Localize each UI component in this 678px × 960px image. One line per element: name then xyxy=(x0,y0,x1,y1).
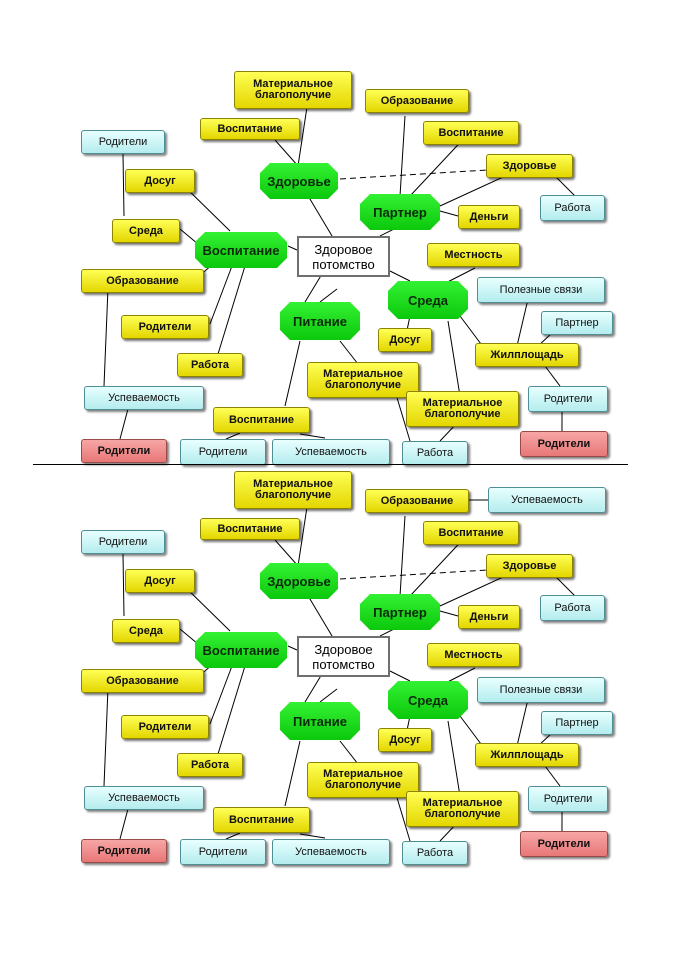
node-vospitanie-right[interactable]: Воспитание xyxy=(423,121,519,145)
node-obrazovanie-top[interactable]: Образование xyxy=(365,89,469,113)
node-mat-blag-low[interactable]: Материальное благополучие xyxy=(406,391,519,427)
node-dosug-mid[interactable]: Досуг xyxy=(378,328,432,352)
node-roditeli-right[interactable]: Родители xyxy=(528,786,608,812)
node-dosug-left[interactable]: Досуг xyxy=(125,569,195,593)
hub-pitanie[interactable]: Питание xyxy=(280,302,360,340)
hub-sreda[interactable]: Среда xyxy=(388,281,468,319)
node-roditeli-left[interactable]: Родители xyxy=(121,715,209,739)
node-obrazovanie-left[interactable]: Образование xyxy=(81,269,204,293)
node-uspevaemost-top[interactable]: Успеваемость xyxy=(488,487,606,513)
node-dosug-left[interactable]: Досуг xyxy=(125,169,195,193)
node-roditeli-red-right[interactable]: Родители xyxy=(520,831,608,857)
node-zdorovye-right[interactable]: Здоровье xyxy=(486,554,573,578)
node-obrazovanie-left[interactable]: Образование xyxy=(81,669,204,693)
node-uspevaemost-bottom[interactable]: Успеваемость xyxy=(272,839,390,865)
node-roditeli-bottom[interactable]: Родители xyxy=(180,839,266,865)
node-rabota-bottom[interactable]: Работа xyxy=(402,841,468,865)
node-roditeli-red-right[interactable]: Родители xyxy=(520,431,608,457)
node-poleznye-svyazi[interactable]: Полезные связи xyxy=(477,277,605,303)
node-rabota-left[interactable]: Работа xyxy=(177,753,243,777)
node-partner-small[interactable]: Партнер xyxy=(541,311,613,335)
node-obrazovanie-top[interactable]: Образование xyxy=(365,489,469,513)
node-sreda-left[interactable]: Среда xyxy=(112,219,180,243)
mind-map-bottom: Здоровое потомство Здоровье Воспитание П… xyxy=(0,466,678,866)
node-dosug-mid[interactable]: Досуг xyxy=(378,728,432,752)
node-uspevaemost-bottom[interactable]: Успеваемость xyxy=(272,439,390,465)
node-roditeli-left[interactable]: Родители xyxy=(121,315,209,339)
node-mat-blag-top[interactable]: Материальное благополучие xyxy=(234,71,352,109)
node-roditeli-bottom[interactable]: Родители xyxy=(180,439,266,465)
central-topic[interactable]: Здоровое потомство xyxy=(297,236,390,277)
node-mat-blag-mid[interactable]: Материальное благополучие xyxy=(307,762,419,798)
node-roditeli-topleft[interactable]: Родители xyxy=(81,130,165,154)
hub-zdorovye[interactable]: Здоровье xyxy=(260,163,338,199)
node-roditeli-red-left[interactable]: Родители xyxy=(81,439,167,463)
node-poleznye-svyazi[interactable]: Полезные связи xyxy=(477,677,605,703)
hub-vospitanie[interactable]: Воспитание xyxy=(195,632,287,668)
hub-zdorovye[interactable]: Здоровье xyxy=(260,563,338,599)
node-uspevaemost-left[interactable]: Успеваемость xyxy=(84,386,204,410)
node-mestnost[interactable]: Местность xyxy=(427,643,520,667)
node-rabota-bottom[interactable]: Работа xyxy=(402,441,468,465)
node-rabota-right[interactable]: Работа xyxy=(540,195,605,221)
node-vospitanie-right[interactable]: Воспитание xyxy=(423,521,519,545)
node-dengi[interactable]: Деньги xyxy=(458,605,520,629)
node-vospitanie-top[interactable]: Воспитание xyxy=(200,118,300,140)
node-sreda-left[interactable]: Среда xyxy=(112,619,180,643)
node-rabota-left[interactable]: Работа xyxy=(177,353,243,377)
node-roditeli-topleft[interactable]: Родители xyxy=(81,530,165,554)
node-vospitanie-top[interactable]: Воспитание xyxy=(200,518,300,540)
node-zhilploshad[interactable]: Жилплощадь xyxy=(475,743,579,767)
hub-partner[interactable]: Партнер xyxy=(360,594,440,630)
hub-sreda[interactable]: Среда xyxy=(388,681,468,719)
central-topic[interactable]: Здоровое потомство xyxy=(297,636,390,677)
divider-line xyxy=(33,464,628,465)
node-mat-blag-low[interactable]: Материальное благополучие xyxy=(406,791,519,827)
node-vospitanie-bottom[interactable]: Воспитание xyxy=(213,807,310,833)
node-uspevaemost-left[interactable]: Успеваемость xyxy=(84,786,204,810)
mind-map-top: Здоровое потомство Здоровье Воспитание П… xyxy=(0,66,678,466)
node-dengi[interactable]: Деньги xyxy=(458,205,520,229)
node-rabota-right[interactable]: Работа xyxy=(540,595,605,621)
node-mat-blag-top[interactable]: Материальное благополучие xyxy=(234,471,352,509)
node-zhilploshad[interactable]: Жилплощадь xyxy=(475,343,579,367)
node-roditeli-red-left[interactable]: Родители xyxy=(81,839,167,863)
node-mat-blag-mid[interactable]: Материальное благополучие xyxy=(307,362,419,398)
hub-vospitanie[interactable]: Воспитание xyxy=(195,232,287,268)
node-roditeli-right[interactable]: Родители xyxy=(528,386,608,412)
node-mestnost[interactable]: Местность xyxy=(427,243,520,267)
node-zdorovye-right[interactable]: Здоровье xyxy=(486,154,573,178)
node-partner-small[interactable]: Партнер xyxy=(541,711,613,735)
hub-partner[interactable]: Партнер xyxy=(360,194,440,230)
node-vospitanie-bottom[interactable]: Воспитание xyxy=(213,407,310,433)
hub-pitanie[interactable]: Питание xyxy=(280,702,360,740)
